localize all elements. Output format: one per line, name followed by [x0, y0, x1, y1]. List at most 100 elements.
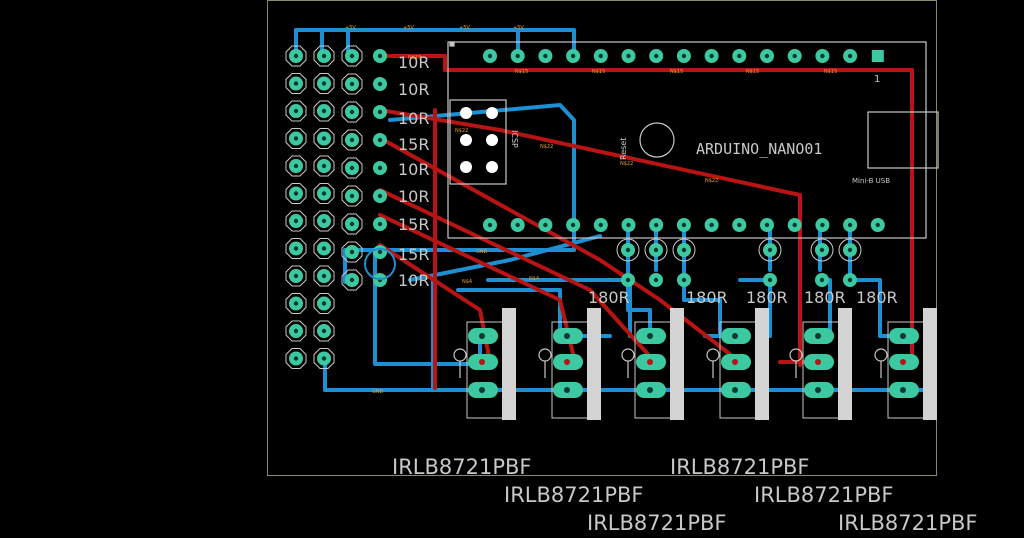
left-resistor-pads: [341, 45, 396, 291]
pad-outline: [313, 320, 335, 342]
pad-outline: [285, 320, 307, 342]
bottom-resistor-labels: 180R 180R 180R 180R 180R: [588, 288, 898, 307]
drill-hole: [820, 222, 825, 228]
drill-hole: [377, 249, 383, 255]
pad-outline: [341, 101, 363, 123]
drill-hole: [321, 301, 327, 306]
drill-hole: [815, 359, 821, 365]
drill-hole: [900, 359, 906, 365]
bottom-copper-layer: [294, 28, 932, 392]
drill-hole: [321, 273, 327, 279]
net-label: +5V: [459, 25, 470, 31]
module-label: ARDUINO_NANO01: [696, 140, 822, 158]
net-label: N$22: [620, 161, 633, 167]
led-marker: [706, 348, 720, 362]
net-label: +5V: [513, 25, 524, 31]
drill-hole: [321, 136, 327, 141]
resistor-label: 10R: [398, 271, 429, 290]
drill-hole: [681, 277, 687, 283]
led-marker: [874, 348, 888, 362]
board-outline: [267, 0, 937, 476]
led-marker: [621, 348, 635, 362]
net-label: N$22: [455, 128, 468, 134]
pad-outline: [313, 265, 335, 287]
drill-hole: [349, 193, 355, 199]
net-label: N$15: [592, 69, 605, 75]
pad-outline: [285, 348, 307, 369]
drill-hole: [900, 387, 906, 393]
usb-label: Mini-B USB: [852, 177, 890, 185]
via-ring: [364, 248, 396, 280]
drill-hole: [819, 277, 825, 283]
mosfet-footprints: [453, 308, 937, 420]
drill-hole: [293, 163, 299, 169]
drill-hole: [653, 247, 659, 253]
drill-hole: [681, 53, 687, 59]
drill-hole: [626, 222, 631, 228]
drill-hole: [321, 191, 327, 196]
pad-outline: [285, 128, 307, 149]
resistor-label: 10R: [398, 160, 429, 179]
drill-hole: [654, 53, 659, 59]
icsp-pad: [460, 161, 472, 173]
mosfet-labels: IRLB8721PBF IRLB8721PBF IRLB8721PBF IRLB…: [392, 455, 977, 535]
drill-hole: [625, 247, 631, 253]
drill-hole: [847, 247, 853, 253]
resistor-label: 15R: [398, 135, 429, 154]
pad-outline: [285, 73, 307, 94]
arduino-nano-footprint: [447, 41, 939, 239]
drill-hole: [764, 222, 770, 228]
drill-hole: [570, 53, 576, 59]
pad-outline: [758, 238, 782, 262]
pad-outline: [313, 210, 335, 232]
drill-hole: [377, 193, 383, 199]
pin1-label: 1: [874, 74, 880, 85]
mosfet-label: IRLB8721PBF: [838, 511, 977, 535]
resistor-label: 180R: [588, 288, 630, 307]
pad-outline: [341, 185, 363, 207]
drill-hole: [293, 356, 299, 361]
drill-hole: [293, 108, 299, 114]
net-label: N$15: [515, 69, 528, 75]
drill-hole: [349, 53, 355, 59]
drill-hole: [654, 222, 659, 228]
resistor-label: 180R: [856, 288, 898, 307]
net-label: GND: [476, 249, 488, 255]
drill-hole: [293, 53, 299, 59]
drill-hole: [626, 53, 631, 59]
left-header-pads: [285, 45, 335, 369]
drill-hole: [487, 53, 493, 59]
drill-hole: [349, 221, 355, 227]
led-marker: [453, 348, 467, 362]
mosfet-tab: [587, 308, 601, 420]
drill-hole: [377, 109, 383, 115]
pad-outline: [313, 45, 335, 67]
bottom-resistor-pads: [616, 238, 862, 287]
drill-hole: [732, 359, 738, 365]
pad-outline: [313, 100, 335, 122]
drill-hole: [479, 387, 485, 393]
led-marker: [538, 348, 552, 362]
drill-hole: [293, 301, 299, 306]
drill-hole: [321, 356, 327, 361]
drill-hole: [293, 81, 299, 86]
mosfet-label: IRLB8721PBF: [504, 483, 643, 507]
drill-hole: [764, 53, 770, 59]
drill-hole: [847, 222, 853, 228]
pad-outline: [285, 155, 307, 177]
drill-hole: [847, 53, 853, 59]
drill-hole: [479, 333, 485, 339]
pad-outline: [313, 155, 335, 177]
drill-hole: [792, 53, 797, 59]
drill-hole: [349, 81, 355, 87]
drill-hole: [377, 221, 383, 227]
mosfet-label: IRLB8721PBF: [670, 455, 809, 479]
pad-outline: [838, 238, 862, 262]
drill-hole: [543, 53, 548, 59]
pad-outline: [341, 45, 363, 67]
drill-hole: [647, 333, 653, 339]
drill-hole: [647, 387, 653, 393]
pad-outline: [616, 238, 640, 262]
drill-hole: [293, 218, 299, 224]
drill-hole: [819, 247, 825, 253]
